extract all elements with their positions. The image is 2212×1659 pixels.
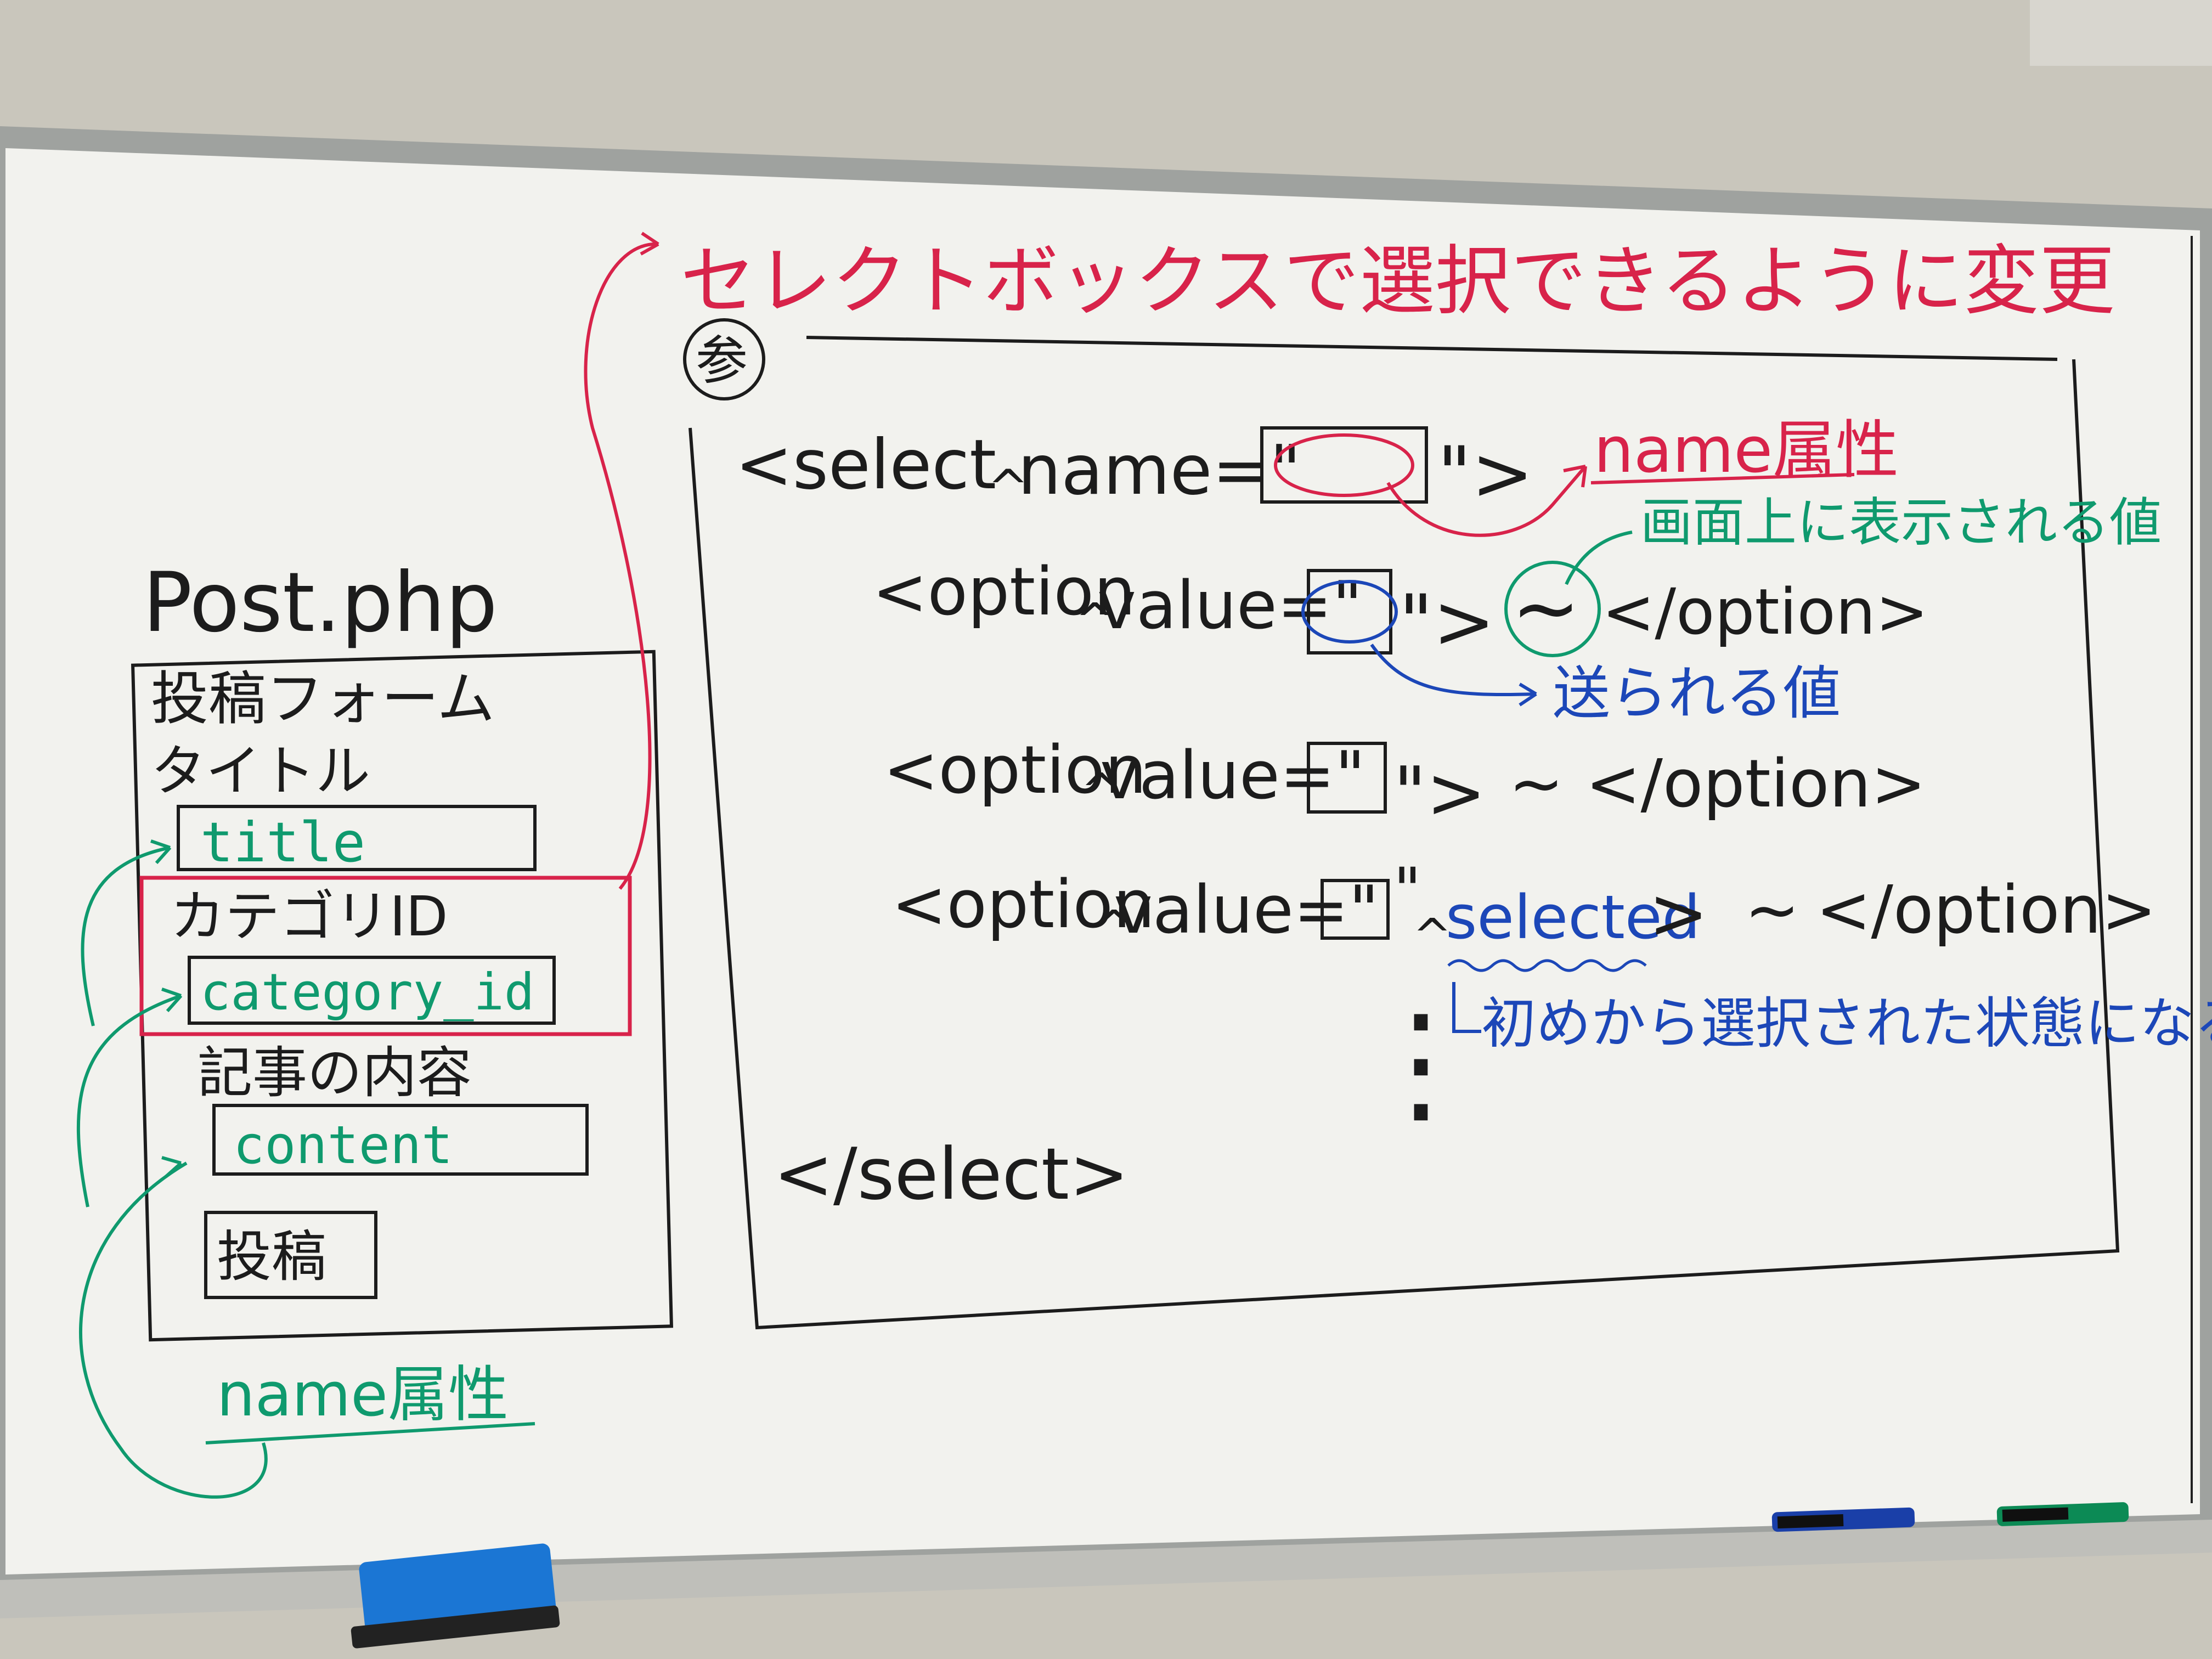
marker-icon[interactable] xyxy=(1996,1502,2129,1526)
green-arrows xyxy=(76,839,268,1499)
option-close-bracket: "> xyxy=(1393,751,1486,834)
value-attr: value=" xyxy=(1114,872,1379,949)
category-input[interactable] xyxy=(188,956,556,1025)
content-label: 記事の内容 xyxy=(198,1041,472,1105)
red-arrow xyxy=(1386,465,1587,537)
caret: ^ xyxy=(1094,901,1133,955)
name-value-circle xyxy=(1274,433,1414,497)
caret: ^ xyxy=(1081,764,1120,818)
reference-badge-icon xyxy=(683,318,765,400)
name-attr-underline xyxy=(205,1422,535,1444)
selected-note-arrow xyxy=(1452,982,1481,1033)
green-arrow xyxy=(1565,531,1633,585)
display-value-annotation: 画面上に表示される値 xyxy=(1640,493,2162,553)
option-value-circle xyxy=(1301,580,1398,644)
select-open-tag: <select xyxy=(735,425,996,505)
option-value-box xyxy=(1321,879,1390,940)
title-label: タイトル xyxy=(151,739,370,803)
quote-close: " xyxy=(1393,855,1421,925)
option-end-tag: </option> xyxy=(1816,872,2157,949)
file-name: Post.php xyxy=(143,555,498,651)
marker-icon[interactable] xyxy=(1771,1507,1915,1532)
option-close-bracket: > xyxy=(1649,872,1708,955)
category-label: カテゴリID xyxy=(170,884,448,949)
form-title: 投稿フォーム xyxy=(151,665,495,732)
option-open-tag: <option xyxy=(883,732,1147,809)
caret: ^ xyxy=(1075,594,1114,648)
reference-badge: 参 xyxy=(696,331,748,391)
selected-wavy-underline xyxy=(1447,959,1647,972)
tilde: ~ xyxy=(1745,872,1800,949)
selected-attr: selected xyxy=(1446,882,1700,952)
option-value-box xyxy=(1307,569,1392,654)
tilde: ~ xyxy=(1511,561,1581,656)
option-close-bracket: "> xyxy=(1399,579,1495,665)
sent-value-annotation: 送られる値 xyxy=(1553,660,1841,727)
blue-arrow xyxy=(1370,644,1537,697)
whiteboard xyxy=(5,148,2200,1575)
heading-underline xyxy=(806,336,2058,361)
submit-button[interactable] xyxy=(204,1211,377,1299)
value-attr: value=" xyxy=(1100,738,1365,814)
option-value-box xyxy=(1307,742,1387,814)
option-end-tag: </option> xyxy=(1585,746,1926,822)
name-attr-code: name=" xyxy=(1018,431,1301,510)
tilde: ~ xyxy=(1509,746,1564,822)
selected-note: 初めから選択された状態になる. xyxy=(1481,991,2212,1056)
select-close-bracket: "> xyxy=(1437,431,1533,517)
code-box xyxy=(689,359,2120,1330)
option-open-tag: <option xyxy=(872,554,1136,630)
caret: ^ xyxy=(1413,909,1452,963)
red-connector-arrow xyxy=(584,242,659,890)
caret: ^ xyxy=(988,459,1029,517)
submit-label: 投稿 xyxy=(217,1224,326,1289)
wall-frame xyxy=(2030,0,2212,66)
title-input[interactable] xyxy=(177,805,537,871)
title-field-name: title xyxy=(200,810,365,874)
select-close-tag: </select> xyxy=(774,1132,1129,1216)
option-open-tag: <option xyxy=(891,867,1155,943)
value-attr: value=" xyxy=(1097,568,1363,644)
category-field-name: category_id xyxy=(200,963,534,1022)
content-field-name: content xyxy=(233,1115,453,1176)
content-input[interactable] xyxy=(212,1104,589,1176)
eraser-icon[interactable] xyxy=(351,1543,560,1649)
name-attr-note: name属性 xyxy=(217,1359,509,1430)
name-value-box xyxy=(1260,426,1428,504)
ellipsis: ⋮ xyxy=(1355,986,1487,1139)
category-highlight xyxy=(139,876,632,1036)
display-value-circle xyxy=(1504,561,1601,657)
heading-text: セレクトボックスで選択できるように変更 xyxy=(680,237,2115,325)
option-end-tag: </option> xyxy=(1602,575,1928,649)
